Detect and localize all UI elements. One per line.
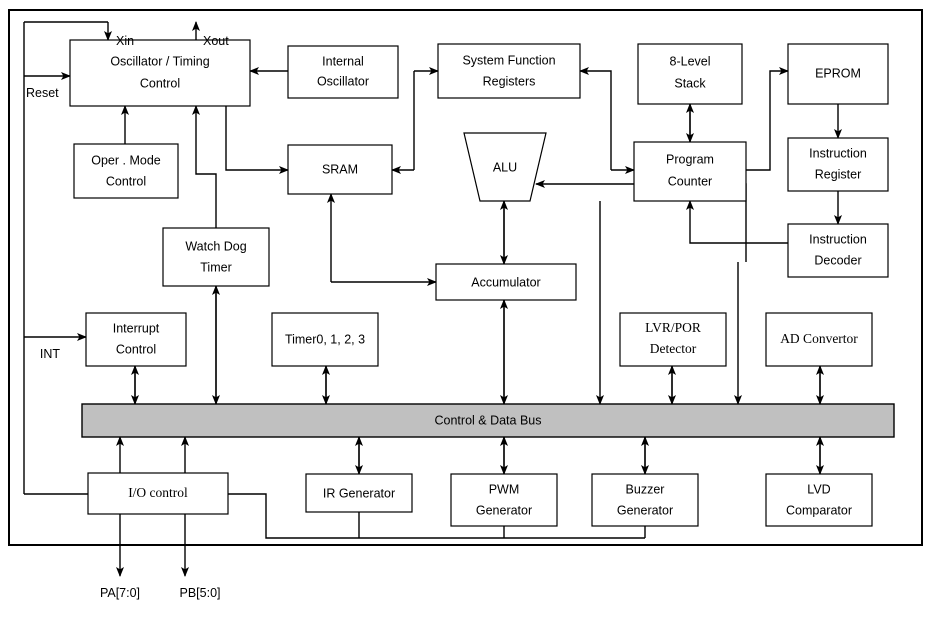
block-instruction-decoder-label-1: Instruction	[809, 232, 867, 246]
block-ad-convertor-label-1: AD Convertor	[780, 331, 858, 346]
block-internal-oscillator-label-1: Internal	[322, 54, 364, 68]
block-internal-oscillator-rect[interactable]	[287, 45, 399, 99]
block-system-function-registers-label-1: System Function	[462, 53, 555, 67]
block-ir-generator-label-1: IR Generator	[323, 486, 395, 500]
block-stack-rect[interactable]	[637, 43, 743, 105]
block-oper-mode-control[interactable]: Oper . Mode Control	[73, 143, 179, 199]
block-instruction-register-label-1: Instruction	[809, 146, 867, 160]
block-accumulator[interactable]: Accumulator	[435, 263, 577, 301]
line-osc-to-sram	[225, 106, 289, 174]
block-accumulator-label-1: Accumulator	[471, 275, 540, 289]
block-lvr-por-detector-rect[interactable]	[619, 312, 727, 367]
block-ad-convertor[interactable]: AD Convertor	[765, 312, 873, 367]
block-lvd-comparator[interactable]: LVD Comparator	[765, 473, 873, 527]
block-eprom[interactable]: EPROM	[787, 43, 889, 105]
block-instruction-register[interactable]: Instruction Register	[787, 137, 889, 192]
block-instruction-register-label-2: Register	[815, 167, 862, 181]
block-stack[interactable]: 8-Level Stack	[637, 43, 743, 105]
signal-label-xin: Xin	[116, 34, 134, 48]
block-pwm-generator-label-2: Generator	[476, 503, 532, 517]
block-eprom-rect[interactable]	[787, 43, 889, 105]
block-oper-mode-control-label-2: Control	[106, 174, 146, 188]
block-interrupt-control-label-1: Interrupt	[113, 321, 160, 335]
signal-label-xout: Xout	[203, 34, 229, 48]
block-lvd-comparator-label-2: Comparator	[786, 503, 852, 517]
block-system-function-registers-label-2: Registers	[483, 74, 536, 88]
block-watchdog-timer-label-1: Watch Dog	[185, 239, 246, 253]
line-pc-to-sfr	[579, 67, 612, 170]
signal-label-int: INT	[40, 347, 61, 361]
control-data-bus[interactable]: Control & Data Bus	[81, 403, 895, 438]
block-internal-oscillator-label-2: Oscillator	[317, 74, 369, 88]
block-alu[interactable]: ALU	[463, 132, 547, 202]
block-sram-label-1: SRAM	[322, 162, 358, 176]
block-osc-timing-rect[interactable]	[69, 39, 251, 107]
block-instruction-register-rect[interactable]	[787, 137, 889, 192]
block-interrupt-control-rect[interactable]	[85, 312, 187, 367]
block-pwm-generator-label-1: PWM	[489, 482, 520, 496]
block-instruction-decoder-rect[interactable]	[787, 223, 889, 278]
block-program-counter-rect[interactable]	[633, 141, 747, 202]
connection-lines	[23, 21, 842, 577]
block-ad-convertor-rect[interactable]	[765, 312, 873, 367]
signal-label-pb: PB[5:0]	[180, 586, 221, 600]
line-pc-to-eprom	[746, 67, 789, 171]
block-lvd-comparator-rect[interactable]	[765, 473, 873, 527]
block-lvr-por-detector-label-1: LVR/POR	[645, 320, 701, 335]
block-internal-oscillator[interactable]: Internal Oscillator	[287, 45, 399, 99]
block-ir-generator[interactable]: IR Generator	[305, 473, 413, 513]
block-io-control-rect[interactable]	[87, 472, 229, 515]
block-timers[interactable]: Timer0, 1, 2, 3	[271, 312, 379, 367]
block-alu-shape[interactable]	[463, 132, 547, 202]
control-data-bus-rect[interactable]	[81, 403, 895, 438]
block-program-counter-label-2: Counter	[668, 174, 712, 188]
block-sram-rect[interactable]	[287, 144, 393, 195]
block-lvd-comparator-label-1: LVD	[807, 482, 830, 496]
block-instruction-decoder-label-2: Decoder	[814, 253, 861, 267]
block-system-function-registers-rect[interactable]	[437, 43, 581, 99]
block-osc-timing-label-1: Oscillator / Timing	[110, 54, 209, 68]
block-timers-label-1: Timer0, 1, 2, 3	[285, 332, 365, 346]
block-interrupt-control-label-2: Control	[116, 342, 156, 356]
block-pwm-generator[interactable]: PWM Generator	[450, 473, 558, 527]
chip-outline	[8, 9, 923, 546]
block-timers-rect[interactable]	[271, 312, 379, 367]
block-program-counter-label-1: Program	[666, 152, 714, 166]
block-program-counter[interactable]: Program Counter	[633, 141, 747, 202]
block-oper-mode-control-label-1: Oper . Mode	[91, 153, 161, 167]
block-interrupt-control[interactable]: Interrupt Control	[85, 312, 187, 367]
block-accumulator-rect[interactable]	[435, 263, 577, 301]
block-lvr-por-detector-label-2: Detector	[650, 341, 697, 356]
block-oper-mode-control-rect[interactable]	[73, 143, 179, 199]
block-ir-generator-rect[interactable]	[305, 473, 413, 513]
block-system-function-registers[interactable]: System Function Registers	[437, 43, 581, 99]
block-buzzer-generator-label-2: Generator	[617, 503, 673, 517]
block-stack-label-2: Stack	[674, 76, 706, 90]
block-watchdog-timer-label-2: Timer	[200, 260, 231, 274]
block-instruction-decoder[interactable]: Instruction Decoder	[787, 223, 889, 278]
block-stack-label-1: 8-Level	[670, 54, 711, 68]
block-osc-timing[interactable]: Oscillator / Timing Control	[69, 39, 251, 107]
block-watchdog-timer-rect[interactable]	[162, 227, 270, 287]
block-alu-label-1: ALU	[493, 160, 517, 174]
signal-label-reset: Reset	[26, 86, 59, 100]
block-io-control[interactable]: I/O control	[87, 472, 229, 515]
block-io-control-label-1: I/O control	[128, 485, 188, 500]
block-buzzer-generator-rect[interactable]	[591, 473, 699, 527]
block-pwm-generator-rect[interactable]	[450, 473, 558, 527]
block-lvr-por-detector[interactable]: LVR/POR Detector	[619, 312, 727, 367]
block-osc-timing-label-2: Control	[140, 76, 180, 90]
line-io-periph-rail	[228, 493, 645, 539]
control-data-bus-label: Control & Data Bus	[435, 413, 542, 427]
line-id-to-pc	[686, 200, 788, 244]
signal-label-pa: PA[7:0]	[100, 586, 140, 600]
block-buzzer-generator-label-1: Buzzer	[626, 482, 665, 496]
block-watchdog-timer[interactable]: Watch Dog Timer	[162, 227, 270, 287]
block-buzzer-generator[interactable]: Buzzer Generator	[591, 473, 699, 527]
block-sram[interactable]: SRAM	[287, 144, 393, 195]
block-eprom-label-1: EPROM	[815, 66, 861, 80]
line-wdt-to-osc	[192, 105, 217, 228]
